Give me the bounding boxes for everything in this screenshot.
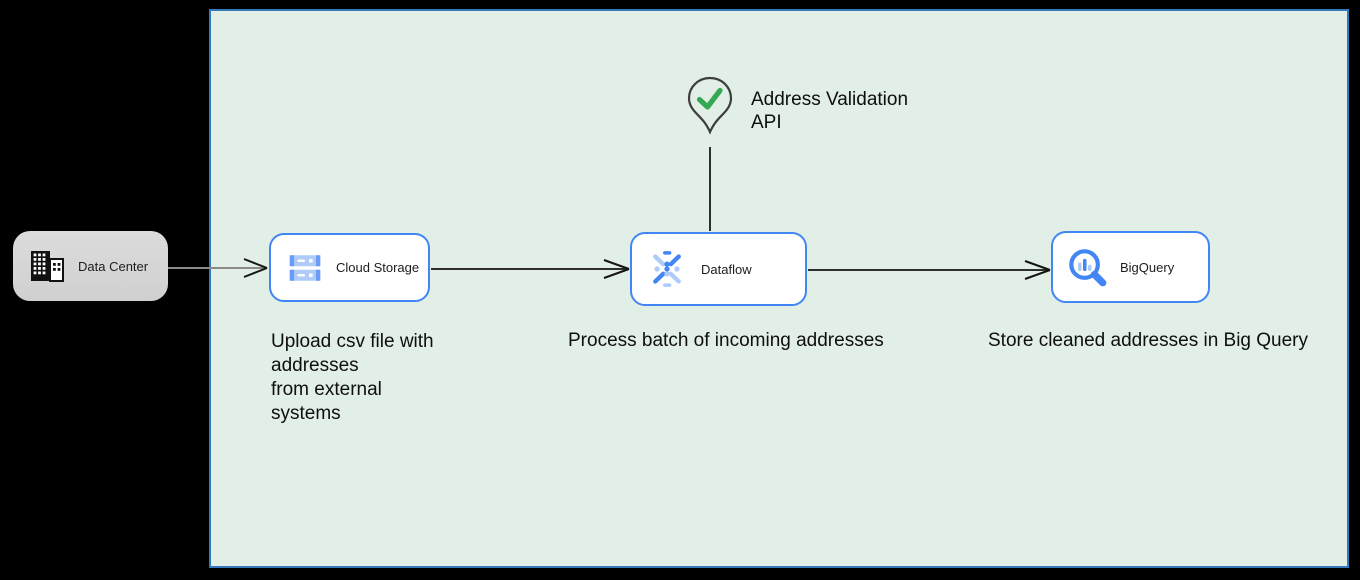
node-bigquery-label: BigQuery (1120, 259, 1175, 275)
caption-upload-csv: Upload csv file with addresses from exte… (271, 330, 434, 426)
node-dataflow-label: Dataflow (701, 261, 752, 277)
node-data-center[interactable]: Data Center (13, 231, 168, 301)
map-pin-check-icon (687, 76, 733, 135)
node-data-center-label: Data Center (78, 258, 149, 274)
caption-line: from external (271, 379, 382, 400)
address-validation-label-line1: Address Validation (751, 89, 909, 110)
node-dataflow[interactable]: Dataflow (630, 232, 807, 306)
caption-store-cleaned: Store cleaned addresses in Big Query (988, 330, 1309, 351)
building-icon (31, 251, 64, 282)
bigquery-search-icon (1069, 249, 1107, 287)
caption-process-batch: Process batch of incoming addresses (568, 330, 884, 351)
node-cloud-storage[interactable]: Cloud Storage (269, 233, 430, 302)
checkmark-icon (696, 87, 723, 110)
node-bigquery[interactable]: BigQuery (1051, 231, 1210, 303)
dataflow-icon (653, 251, 681, 287)
caption-line: Upload csv file with (271, 331, 434, 352)
address-validation-label: Address Validation API (751, 88, 908, 134)
address-validation-label-line2: API (751, 112, 782, 133)
node-cloud-storage-label: Cloud Storage (336, 260, 420, 275)
address-validation-pin[interactable] (687, 76, 733, 136)
caption-line: systems (271, 403, 341, 424)
caption-line: addresses (271, 355, 359, 376)
cloud-storage-icon (289, 254, 321, 281)
